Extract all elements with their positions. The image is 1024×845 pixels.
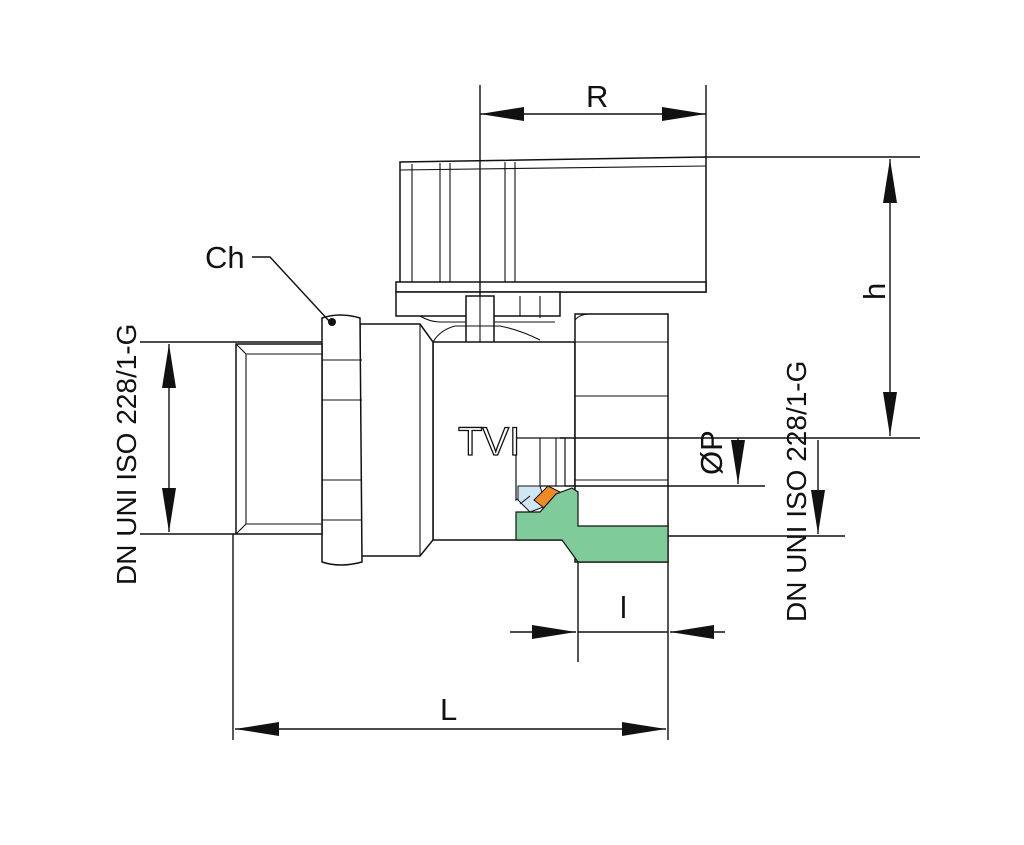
label-ch: Ch <box>205 240 245 275</box>
label-thread-right: DN UNI ISO 228/1-G <box>781 361 812 622</box>
label-h: h <box>857 283 892 300</box>
brand-logo: TVI <box>458 420 520 464</box>
label-thread-left: DN UNI ISO 228/1-G <box>111 324 142 585</box>
ball-seal-blue <box>517 485 547 513</box>
label-op: ØP <box>694 430 729 475</box>
label-r: R <box>586 79 608 114</box>
label-l-small: l <box>620 590 627 625</box>
dimension-lines <box>140 85 920 740</box>
body-section-green <box>515 487 669 563</box>
valve-body: TVI <box>235 313 669 566</box>
label-l-big: L <box>440 692 457 727</box>
